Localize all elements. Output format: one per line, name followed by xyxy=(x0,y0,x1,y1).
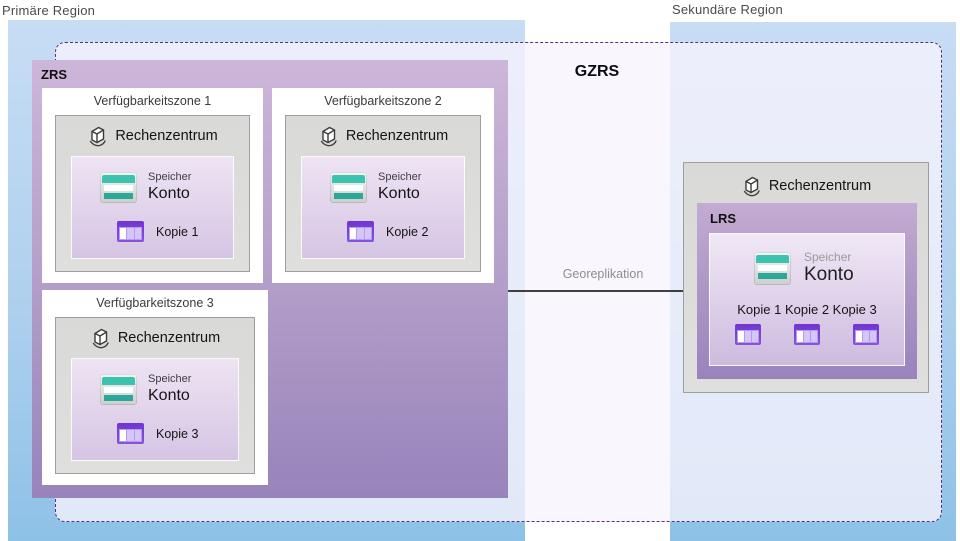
storage-konto-label: Konto xyxy=(378,185,420,202)
secondary-datacenter-box: Rechenzentrum LRS Speicher Konto Kopie 1… xyxy=(683,162,929,393)
table-icon xyxy=(347,221,374,242)
storage-speicher-label: Speicher xyxy=(148,373,192,385)
storage-konto-label: Konto xyxy=(148,387,190,404)
availability-zone-3: Verfügbarkeitszone 3 Rechenz xyxy=(42,290,268,485)
availability-zone-2: Verfügbarkeitszone 2 Rechenz xyxy=(272,88,494,283)
storage-speicher-label: Speicher xyxy=(804,250,852,264)
storage-konto-label: Konto xyxy=(148,185,190,202)
zone-title: Verfügbarkeitszone 3 xyxy=(96,296,214,310)
datacenter-icon xyxy=(87,123,108,149)
storage-account-icon xyxy=(754,251,791,285)
table-icon xyxy=(117,221,144,242)
storage-account-row: Speicher Konto xyxy=(330,171,421,203)
storage-konto-label: Konto xyxy=(804,264,854,285)
gzrs-label: GZRS xyxy=(574,63,620,80)
storage-account-labels: Speicher Konto xyxy=(148,373,191,405)
storage-account-icon xyxy=(100,373,137,405)
storage-account-labels: Speicher Konto xyxy=(804,250,854,286)
storage-account-panel: Speicher Konto Kopie 3 xyxy=(71,358,239,461)
copy-label: Kopie 2 xyxy=(386,224,429,239)
copies-line-label: Kopie 1 Kopie 2 Kopie 3 xyxy=(737,302,877,317)
zrs-label: ZRS xyxy=(41,67,67,82)
copy-row: Kopie 1 xyxy=(117,221,198,242)
copy-row: Kopie 3 xyxy=(117,423,198,444)
storage-account-labels: Speicher Konto xyxy=(378,171,421,203)
datacenter-box: Rechenzentrum Speicher Konto xyxy=(55,115,250,272)
datacenter-label: Rechenzentrum xyxy=(345,128,449,144)
zone-title: Verfügbarkeitszone 2 xyxy=(324,94,442,108)
storage-account-panel: Speicher Konto Kopie 2 xyxy=(301,156,465,259)
copy-label: Kopie 3 xyxy=(156,426,199,441)
table-icon xyxy=(735,324,761,345)
table-icon xyxy=(794,324,820,345)
storage-account-row: Speicher Konto xyxy=(100,171,191,203)
storage-account-row: Speicher Konto xyxy=(100,373,191,405)
lrs-container: LRS Speicher Konto Kopie 1 Kopie 2 Kopie… xyxy=(697,203,917,379)
copies-icons-row xyxy=(710,324,904,345)
datacenter-header: Rechenzentrum xyxy=(684,173,928,199)
storage-account-labels: Speicher Konto xyxy=(148,171,191,203)
storage-account-icon xyxy=(100,171,137,203)
datacenter-label: Rechenzentrum xyxy=(117,330,221,346)
datacenter-box: Rechenzentrum Speicher Konto xyxy=(285,115,481,272)
datacenter-header: Rechenzentrum xyxy=(56,325,254,351)
lrs-storage-panel: Speicher Konto Kopie 1 Kopie 2 Kopie 3 xyxy=(709,233,905,366)
zrs-container: ZRS Verfügbarkeitszone 1 xyxy=(32,60,508,498)
datacenter-header: Rechenzentrum xyxy=(286,123,480,149)
copy-row: Kopie 2 xyxy=(347,221,428,242)
storage-account-icon xyxy=(330,171,367,203)
storage-speicher-label: Speicher xyxy=(148,171,192,183)
datacenter-icon xyxy=(90,325,111,351)
storage-account-row: Speicher Konto xyxy=(754,250,854,286)
secondary-region-label: Sekundäre Region xyxy=(672,2,783,17)
datacenter-box: Rechenzentrum Speicher Konto xyxy=(55,317,255,474)
table-icon xyxy=(117,423,144,444)
datacenter-label: Rechenzentrum xyxy=(768,178,872,194)
datacenter-icon xyxy=(741,173,762,199)
storage-account-panel: Speicher Konto Kopie 1 xyxy=(71,156,234,259)
datacenter-icon xyxy=(318,123,339,149)
georeplication-arrow xyxy=(508,290,698,292)
lrs-label: LRS xyxy=(710,211,736,226)
zone-title: Verfügbarkeitszone 1 xyxy=(93,94,212,108)
availability-zone-1: Verfügbarkeitszone 1 Rechenz xyxy=(42,88,263,283)
table-icon xyxy=(853,324,879,345)
storage-speicher-label: Speicher xyxy=(378,171,422,183)
copy-label: Kopie 1 xyxy=(156,224,199,239)
georeplication-label: Georeplikation xyxy=(562,267,644,281)
datacenter-label: Rechenzentrum xyxy=(115,128,218,144)
datacenter-header: Rechenzentrum xyxy=(56,123,249,149)
primary-region-label: Primäre Region xyxy=(2,3,96,18)
